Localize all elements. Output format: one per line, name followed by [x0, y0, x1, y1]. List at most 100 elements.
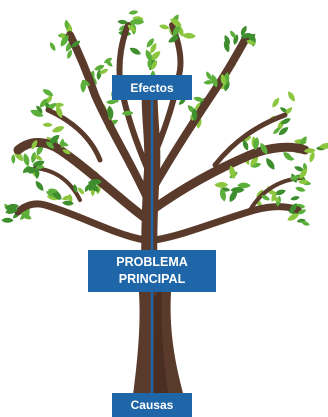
- leaf: [159, 24, 170, 30]
- leaf: [81, 80, 91, 86]
- leaf: [62, 149, 71, 155]
- leaf: [191, 108, 198, 122]
- leaf: [273, 127, 281, 134]
- leaf: [145, 49, 153, 62]
- leaf: [289, 175, 301, 181]
- leaf: [23, 153, 30, 167]
- leaf: [106, 99, 117, 105]
- leaf: [46, 94, 53, 104]
- leaf: [121, 110, 134, 116]
- leaf: [31, 151, 37, 164]
- leaf: [11, 154, 16, 164]
- leaf: [42, 122, 53, 127]
- leaf: [240, 25, 247, 36]
- leaf: [229, 165, 236, 179]
- leaf: [1, 217, 14, 223]
- leaf: [61, 195, 73, 201]
- leaf: [288, 91, 295, 102]
- branch-left-2: [66, 31, 152, 204]
- branch-right-3: [151, 203, 302, 244]
- leaf: [271, 191, 277, 202]
- leaf: [117, 19, 128, 25]
- leaf: [229, 189, 238, 202]
- leaf: [250, 155, 259, 167]
- leaf: [129, 47, 141, 55]
- leaf: [55, 105, 63, 119]
- leaf: [33, 154, 43, 161]
- leaf: [278, 127, 289, 135]
- branch-right-1: [147, 142, 310, 215]
- leaf: [297, 209, 307, 215]
- leaf: [45, 141, 55, 149]
- leaf: [147, 58, 152, 70]
- leaf: [203, 80, 214, 85]
- leaf: [128, 10, 139, 15]
- leaf: [280, 118, 291, 125]
- leaf: [299, 168, 308, 179]
- leaf: [78, 187, 85, 195]
- leaf: [42, 89, 54, 96]
- leaf: [151, 60, 158, 70]
- leaf: [35, 180, 44, 191]
- leaf: [34, 168, 40, 179]
- leaf: [295, 186, 306, 192]
- leaf: [127, 24, 136, 32]
- leaf: [219, 187, 227, 202]
- leaf: [130, 18, 145, 25]
- leaf: [274, 189, 286, 196]
- leaf: [193, 96, 205, 102]
- leaf: [240, 33, 252, 39]
- leaf: [294, 166, 305, 172]
- leaf: [284, 107, 293, 115]
- leaf: [48, 135, 60, 145]
- leaf: [67, 49, 72, 59]
- leaf: [266, 158, 275, 170]
- leaf: [107, 105, 114, 120]
- leaf: [224, 35, 230, 45]
- branch-left-3: [14, 200, 149, 244]
- leaf: [224, 80, 230, 92]
- leaf: [35, 165, 45, 170]
- leaf: [237, 182, 251, 189]
- branch-right-5: [212, 112, 288, 168]
- branch-right-2: [148, 36, 249, 194]
- leaf: [172, 24, 181, 37]
- leaf: [272, 97, 280, 108]
- branch-left-5: [45, 107, 103, 163]
- leaf: [150, 51, 161, 61]
- leaf: [287, 213, 300, 221]
- leaf: [94, 64, 105, 71]
- leaf: [230, 30, 236, 39]
- leaf: [280, 107, 288, 113]
- main-problem-line-1: PROBLEMA: [116, 255, 188, 269]
- leaf: [242, 139, 249, 151]
- leaf: [60, 34, 69, 47]
- leaf: [303, 148, 316, 154]
- leaf: [103, 57, 113, 64]
- leaf: [64, 19, 69, 30]
- main-problem-label: PROBLEMA PRINCIPAL: [88, 250, 216, 292]
- leaf: [71, 40, 81, 48]
- effects-label: Efectos: [112, 75, 192, 100]
- leaf: [5, 208, 19, 214]
- leaf: [47, 188, 58, 193]
- leaf: [261, 195, 270, 201]
- leaf: [299, 136, 307, 147]
- leaf: [62, 200, 74, 206]
- leaf: [88, 179, 103, 186]
- leaf: [146, 38, 154, 48]
- causes-label: Causas: [112, 393, 192, 417]
- leaf: [31, 139, 38, 150]
- branch-right-4: [149, 22, 184, 163]
- leaf: [211, 74, 218, 88]
- leaf: [22, 166, 35, 173]
- leaf: [170, 18, 182, 27]
- leaf: [246, 40, 256, 45]
- leaf: [214, 181, 229, 188]
- main-problem-line-2: PRINCIPAL: [118, 272, 186, 286]
- leaf: [220, 73, 226, 86]
- leaf: [319, 143, 328, 149]
- leaf: [300, 220, 310, 226]
- leaf: [39, 98, 48, 108]
